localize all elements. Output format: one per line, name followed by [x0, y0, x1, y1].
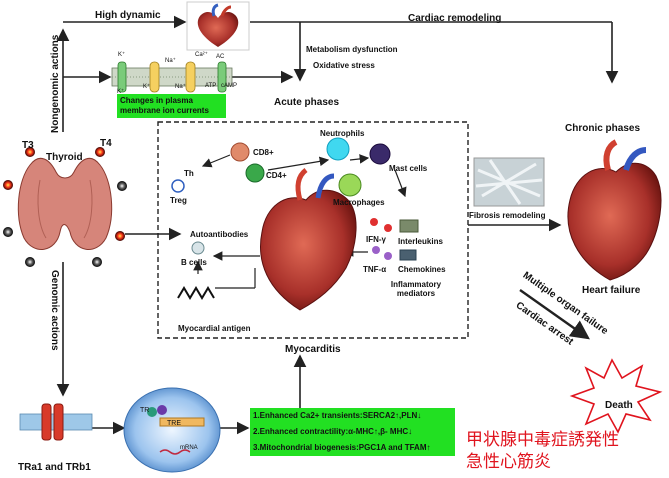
- acute-phase-box: [157, 121, 469, 339]
- autoantibodies-label: Autoantibodies: [190, 230, 249, 239]
- immune-cells: [171, 137, 419, 300]
- fibrosis-image: [473, 157, 545, 207]
- high-dynamic-label: High dynamic: [95, 10, 161, 21]
- hormone-dots: [3, 147, 127, 267]
- tre-dna-icon: [159, 417, 205, 427]
- ion-na2: Na⁺: [175, 84, 186, 90]
- interleukin-icon: [399, 219, 419, 233]
- death-label: Death: [605, 400, 633, 411]
- tra1-receptor-icon: [41, 403, 52, 441]
- death-starburst: [569, 358, 663, 434]
- na-channel-icon: [149, 61, 160, 93]
- tnf-label: TNF-α: [363, 265, 387, 274]
- ion-ac: AC: [216, 54, 225, 60]
- acute-phases-label: Acute phases: [274, 97, 340, 108]
- t3-dot: [25, 147, 35, 157]
- genomic-arrows: [56, 218, 590, 435]
- membrane-ion-box: Changes in plasma membrane ion currents: [117, 94, 226, 118]
- ion-camp: cAMP: [221, 83, 238, 89]
- inflammatory-mediators-label: Inflammatory mediators: [390, 280, 442, 298]
- tnf-icon: [372, 246, 380, 254]
- ifn-icon: [370, 218, 378, 226]
- macrophages-label: Macrophages: [333, 198, 385, 207]
- ca-channel-icon: [185, 61, 196, 93]
- th-cell-icon: [171, 179, 185, 193]
- thyroid-label: Thyroid: [46, 152, 83, 163]
- neutrophil-icon: [326, 137, 350, 161]
- ion-atp: ATP: [205, 83, 217, 89]
- receptor-membrane: [19, 403, 93, 441]
- ion-ca: Ca²⁺: [195, 52, 208, 58]
- treg-label: Treg: [170, 196, 187, 205]
- myocardial-antigen-label: Myocardial antigen: [178, 324, 251, 333]
- membrane-ion-label: Changes in plasma membrane ion currents: [120, 96, 209, 115]
- th-label: Th: [184, 169, 194, 178]
- chinese-title-line2: 急性心筋炎: [466, 452, 551, 472]
- cd4-cell-icon: [245, 163, 265, 183]
- mast-cells-label: Mast cells: [389, 164, 428, 173]
- t3-label: T3: [22, 140, 34, 151]
- oxidative-stress-label: Oxidative stress: [313, 61, 375, 70]
- ifn-label: IFN-γ: [366, 235, 386, 244]
- chinese-title-line1: 甲状腺中毒症誘発性: [466, 430, 619, 450]
- cd4-label: CD4+: [266, 171, 287, 180]
- mrna-icon: [159, 449, 191, 455]
- chronic-phases-label: Chronic phases: [565, 123, 641, 134]
- chemokines-label: Chemokines: [398, 265, 446, 274]
- genomic-effects-box: 1.Enhanced Ca2+ transients:SERCA2↑,PLN↓ …: [250, 408, 455, 456]
- internal-arrows: [193, 154, 407, 289]
- tr-icon: [147, 407, 157, 417]
- interleukins-label: Interleukins: [398, 237, 443, 246]
- thyroid-gland-icon: [17, 157, 113, 250]
- ion-k3: K⁺: [143, 84, 151, 90]
- cardiac-remodeling-label: Cardiac remodeling: [408, 13, 502, 24]
- mrna-label: mRNA: [180, 445, 198, 451]
- membrane-diagram: [111, 61, 233, 93]
- ac-channel-icon: [217, 61, 227, 93]
- tra-trb-label: TRa1 and TRb1: [18, 462, 91, 473]
- heart-failure-label: Heart failure: [582, 285, 641, 296]
- b-cell-icon: [191, 241, 205, 255]
- macrophage-icon: [338, 173, 362, 197]
- neutrophils-label: Neutrophils: [320, 129, 365, 138]
- nongenomic-actions-label: Nongenomic actions: [50, 34, 61, 133]
- chemokine-icon: [399, 249, 417, 261]
- effect-2: 2.Enhanced contractility:α-MHC↑,β- MHC↓: [253, 427, 413, 436]
- multiple-organ-arrow: [519, 289, 590, 340]
- ion-k2: K⁺: [117, 89, 125, 95]
- b-cells-label: B cells: [181, 258, 207, 267]
- effect-3: 3.Mitochondrial biogenesis:PGC1A and TFA…: [253, 443, 431, 452]
- t4-label: T4: [100, 138, 112, 149]
- metabolism-dysfunction-label: Metabolism dysfunction: [306, 45, 398, 54]
- myocardial-antigen-icon: [177, 286, 215, 300]
- effect-1: 1.Enhanced Ca2+ transients:SERCA2↑,PLN↓: [253, 411, 422, 420]
- genomic-actions-label: Genomic actions: [49, 270, 60, 351]
- ion-k1: K⁺: [118, 52, 126, 58]
- chronic-heart-icon: [567, 139, 662, 281]
- nucleus-cell-icon: [123, 387, 221, 473]
- k-channel-icon: [117, 61, 127, 93]
- mast-cell-icon: [369, 143, 391, 165]
- top-arrows: [56, 15, 619, 132]
- center-heart-icon: [260, 168, 357, 311]
- cd8-cell-icon: [230, 142, 250, 162]
- ion-na1: Na⁺: [165, 58, 176, 64]
- fibrosis-remodeling-label: Fibrosis remodeling: [469, 211, 546, 220]
- cd8-label: CD8+: [253, 148, 274, 157]
- t4-dot: [95, 147, 105, 157]
- trb1-receptor-icon: [53, 403, 64, 441]
- tre-label: TRE: [167, 420, 181, 427]
- tr-label: TR: [140, 407, 150, 414]
- small-heart-icon: [186, 1, 250, 51]
- myocarditis-label: Myocarditis: [285, 344, 341, 355]
